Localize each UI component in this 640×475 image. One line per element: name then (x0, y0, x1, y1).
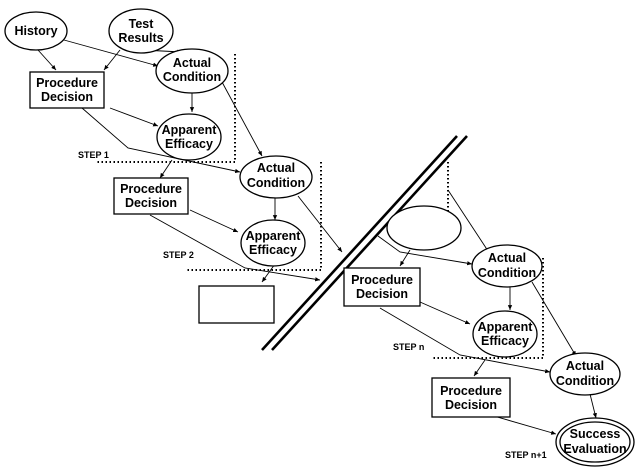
node-apparent-efficacy-n: Apparent Efficacy (472, 310, 538, 358)
node-actual-condition-n: Actual Condition (471, 244, 543, 288)
svg-text:Evaluation: Evaluation (563, 442, 626, 456)
edge-procedure2-next (149, 214, 321, 282)
svg-text:Success: Success (570, 427, 621, 441)
empty-box (198, 285, 275, 324)
svg-text:Actual: Actual (173, 56, 211, 70)
svg-text:Apparent: Apparent (162, 123, 218, 137)
ellipsis-divider (261, 135, 468, 351)
step2-label: STEP 2 (163, 250, 194, 260)
node-apparent-efficacy-2: Apparent Efficacy (240, 219, 306, 267)
stepn1-label: STEP n+1 (505, 450, 547, 460)
node-procedure-decision-2: Procedure Decision (113, 177, 189, 215)
svg-text:Efficacy: Efficacy (481, 334, 529, 348)
step-boundaries (95, 54, 544, 359)
edge-procedure1-actual2 (81, 107, 241, 174)
stepn-label: STEP n (393, 342, 424, 352)
edge-actualn-actualn1 (531, 281, 577, 357)
edge-proceduren-efficacyn (419, 301, 471, 325)
edge-proceduren-actualn1 (379, 307, 551, 374)
svg-text:Apparent: Apparent (478, 320, 534, 334)
edge-actual1-actual2 (221, 81, 263, 157)
svg-text:Procedure: Procedure (440, 384, 502, 398)
svg-text:Condition: Condition (163, 70, 221, 84)
svg-text:Efficacy: Efficacy (249, 243, 297, 257)
svg-text:Results: Results (118, 31, 163, 45)
edge-prior-actualn-b (377, 235, 473, 266)
svg-text:Decision: Decision (41, 90, 93, 104)
edge-efficacyn-proceduren1 (473, 359, 486, 377)
edge-history-procedure1 (37, 49, 57, 71)
svg-text:Procedure: Procedure (36, 76, 98, 90)
node-procedure-decision-1: Procedure Decision (29, 71, 105, 109)
node-apparent-efficacy-1: Apparent Efficacy (156, 113, 222, 161)
step1-boundary (95, 54, 236, 163)
step2-boundary (185, 162, 322, 271)
divider-line-b (271, 135, 468, 351)
svg-text:Actual: Actual (566, 359, 604, 373)
svg-text:Procedure: Procedure (120, 182, 182, 196)
edge-test-procedure1 (103, 49, 121, 71)
edge-efficacy2-next (261, 263, 276, 283)
svg-text:Decision: Decision (356, 287, 408, 301)
empty-ellipse (386, 205, 462, 251)
edge-actualn1-success (589, 393, 597, 419)
edge-prior-procedure-n (399, 249, 411, 267)
node-procedure-decision-n1: Procedure Decision (431, 377, 511, 418)
svg-text:Condition: Condition (247, 176, 305, 190)
svg-text:History: History (14, 24, 57, 38)
node-procedure-decision-n: Procedure Decision (343, 267, 421, 307)
edge-history-actual1 (63, 39, 159, 67)
node-actual-condition-1: Actual Condition (155, 48, 229, 94)
svg-text:Condition: Condition (556, 374, 614, 388)
svg-text:Actual: Actual (488, 251, 526, 265)
stepn-boundary (432, 258, 544, 359)
svg-text:Test: Test (129, 17, 155, 31)
edge-procedure1-efficacy1 (109, 107, 159, 127)
edge-efficacy1-procedure2 (159, 159, 173, 179)
svg-text:Procedure: Procedure (351, 273, 413, 287)
step1-label: STEP 1 (78, 150, 109, 160)
edge-actual2-next (297, 195, 343, 253)
node-actual-condition-n1: Actual Condition (549, 352, 621, 396)
svg-text:Decision: Decision (445, 398, 497, 412)
svg-text:Decision: Decision (125, 196, 177, 210)
node-history: History (4, 11, 68, 51)
divider-line-a (261, 135, 458, 351)
edge-prior-actualn (447, 189, 491, 255)
svg-text:Condition: Condition (478, 266, 536, 280)
edges (37, 39, 597, 435)
svg-text:Efficacy: Efficacy (165, 137, 213, 151)
edge-procedure2-efficacy2 (189, 209, 239, 233)
node-success-evaluation: Success Evaluation (555, 417, 635, 467)
svg-text:Actual: Actual (257, 161, 295, 175)
node-actual-condition-2: Actual Condition (239, 155, 313, 199)
node-test-results: Test Results (108, 8, 174, 54)
svg-text:Apparent: Apparent (246, 229, 302, 243)
